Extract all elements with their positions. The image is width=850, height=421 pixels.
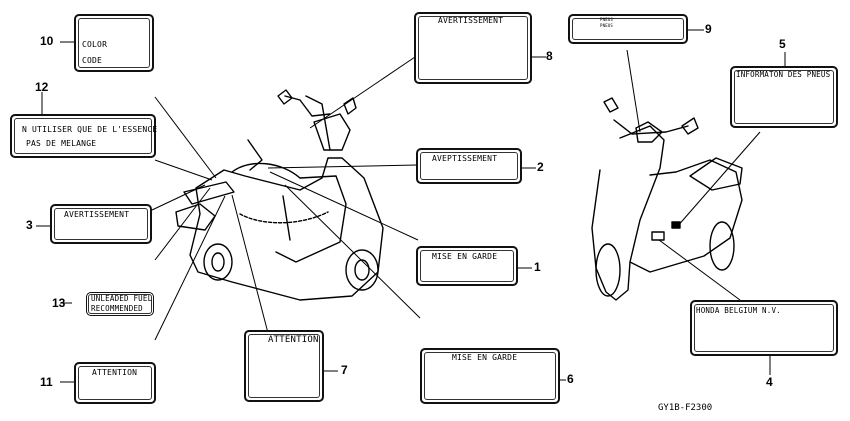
- callout-8: 8: [546, 49, 553, 63]
- label-12-line1: N UTILISER QUE DE L'ESSENCE: [22, 125, 158, 134]
- label-9-line1: PNEUS: [600, 17, 614, 22]
- label-1-text: MISE EN GARDE: [432, 252, 498, 261]
- label-10-line1: COLOR: [82, 40, 108, 49]
- callout-6: 6: [567, 372, 574, 386]
- label-4-honda-belgium: HONDA BELGIUM N.V.: [690, 300, 838, 356]
- scooter-left: [175, 89, 384, 301]
- label-11-attention: ATTENTION: [74, 362, 156, 404]
- label-11-text: ATTENTION: [92, 368, 138, 377]
- label-10-line2: CODE: [82, 56, 103, 65]
- callout-10: 10: [40, 34, 54, 48]
- label-5-text: INFORMATON DES PNEUS: [736, 70, 831, 79]
- label-10-color-code: COLOR CODE: [74, 14, 154, 72]
- label-12-line2: PAS DE MELANGE: [26, 139, 97, 148]
- label-4-text: HONDA BELGIUM N.V.: [696, 306, 781, 315]
- label-6-mise-en-garde: MISE EN GARDE: [420, 348, 560, 404]
- label-2-text: AVEPTISSEMENT: [432, 154, 498, 163]
- label-1-mise-en-garde: MISE EN GARDE: [416, 246, 518, 286]
- label-6-text: MISE EN GARDE: [452, 353, 518, 362]
- label-9-line2: PNEUS: [600, 23, 614, 28]
- callout-9: 9: [705, 22, 712, 36]
- label-7-text: ATTENTION: [268, 335, 319, 345]
- callout-2: 2: [537, 160, 544, 174]
- label-13-unleaded-fuel: UNLEADED FUEL RECOMMENDED: [86, 292, 154, 316]
- label-13-line2: RECOMMENDED: [91, 304, 143, 313]
- callout-3: 3: [26, 218, 33, 232]
- label-7-attention: ATTENTION: [244, 330, 324, 402]
- scooter-right: [591, 97, 743, 301]
- label-5-tyre-information: INFORMATON DES PNEUS: [730, 66, 838, 128]
- callout-11: 11: [40, 375, 53, 389]
- label-8-avertissement: AVERTISSEMENT: [414, 12, 532, 84]
- warning-triangle-icon: [255, 17, 437, 343]
- figure-code: GY1B-F2300: [658, 403, 713, 413]
- callout-4: 4: [766, 375, 773, 389]
- callout-1: 1: [534, 260, 541, 274]
- callout-13: 13: [52, 296, 66, 310]
- label-8-text: AVERTISSEMENT: [438, 16, 504, 25]
- label-3-text: AVERTISSEMENT: [64, 210, 130, 219]
- label-2-aveptissement: AVEPTISSEMENT: [416, 148, 522, 184]
- label-12-fuel-notice: N UTILISER QUE DE L'ESSENCE PAS DE MELAN…: [10, 114, 158, 158]
- callout-12: 12: [35, 80, 49, 94]
- label-13-line1: UNLEADED FUEL: [91, 294, 153, 303]
- label-9-pneus: PNEUS PNEUS: [568, 14, 688, 44]
- callout-7: 7: [341, 363, 348, 377]
- callout-5: 5: [779, 37, 786, 51]
- label-3-avertissement: AVERTISSEMENT: [50, 204, 152, 244]
- leader-lines: [36, 29, 786, 383]
